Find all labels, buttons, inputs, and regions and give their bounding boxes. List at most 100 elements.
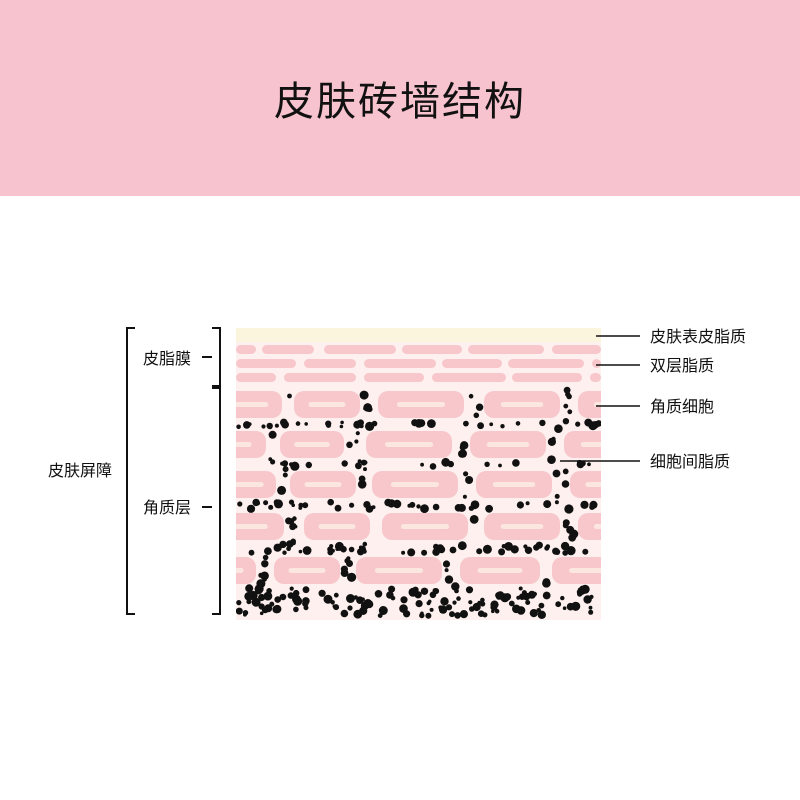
cell-highlight bbox=[318, 524, 356, 529]
lipid-dot bbox=[489, 422, 494, 427]
lipid-dot bbox=[327, 549, 334, 556]
lipid-dot bbox=[354, 439, 359, 444]
lipid-dot bbox=[440, 597, 449, 606]
lipid-dot bbox=[302, 502, 309, 509]
lipid-dot bbox=[515, 421, 521, 426]
lipid-dot bbox=[255, 501, 261, 506]
label-intercellular-lipid: 细胞间脂质 bbox=[650, 452, 730, 471]
lipid-dot bbox=[432, 548, 440, 556]
lipid-dot bbox=[562, 606, 567, 610]
lipid-dot bbox=[560, 595, 565, 601]
lipid-dot bbox=[349, 502, 355, 508]
lipid-dot bbox=[264, 604, 273, 613]
lipid-dot bbox=[282, 550, 287, 555]
lipid-dot bbox=[561, 480, 570, 488]
lipid-dot bbox=[293, 524, 298, 529]
lipid-dot bbox=[304, 422, 309, 426]
corneocyte-cell bbox=[236, 557, 256, 584]
lipid-dot bbox=[438, 605, 448, 614]
lipid-dot bbox=[444, 568, 449, 573]
lipid-dot bbox=[355, 462, 362, 470]
lipid-dot bbox=[547, 455, 556, 465]
lipid-dot bbox=[554, 548, 561, 556]
lipid-dot bbox=[577, 591, 583, 597]
lipid-dot bbox=[268, 457, 273, 462]
cell-highlight bbox=[390, 482, 440, 487]
lipid-dot bbox=[259, 611, 264, 616]
lipid-dot bbox=[358, 475, 366, 483]
lipid-dot bbox=[378, 606, 388, 615]
lipid-dot bbox=[518, 586, 523, 591]
lipid-dot bbox=[363, 501, 371, 509]
lipid-dot bbox=[236, 600, 242, 606]
lipid-dot bbox=[363, 406, 368, 411]
lipid-dot bbox=[421, 549, 428, 556]
lipid-dot bbox=[427, 419, 436, 428]
sebum-bar bbox=[364, 359, 436, 368]
sebum-bar bbox=[432, 373, 506, 382]
lipid-dot bbox=[516, 501, 525, 509]
lipid-dot bbox=[290, 461, 300, 471]
lipid-dot bbox=[525, 600, 531, 605]
lipid-dot bbox=[366, 406, 373, 413]
lipid-dot bbox=[236, 607, 243, 615]
lipid-dot bbox=[463, 420, 469, 427]
lipid-dot bbox=[274, 499, 283, 509]
lipid-dot bbox=[277, 485, 287, 495]
surface-lipid-layer bbox=[236, 328, 601, 342]
sebum-bar bbox=[468, 345, 544, 354]
corneocyte-cell bbox=[236, 431, 266, 458]
lipid-dot bbox=[409, 501, 416, 508]
tissue-block bbox=[236, 328, 601, 620]
lipid-dot bbox=[568, 533, 577, 542]
lipid-dot bbox=[288, 499, 295, 505]
corneocyte-cell bbox=[570, 471, 601, 498]
lipid-dot bbox=[292, 594, 301, 604]
lipid-dot bbox=[442, 560, 451, 568]
label-corneocyte: 角质细胞 bbox=[650, 397, 714, 416]
lipid-dot bbox=[359, 390, 369, 400]
lipid-dot bbox=[462, 494, 467, 499]
lipid-dot bbox=[263, 500, 269, 506]
lipid-dot bbox=[588, 609, 594, 615]
sebum-bar bbox=[364, 373, 424, 382]
lipid-dot bbox=[567, 409, 573, 415]
lipid-dot bbox=[323, 594, 333, 604]
lipid-dot bbox=[575, 421, 581, 427]
lipid-dot bbox=[584, 418, 593, 427]
lipid-dot bbox=[508, 600, 515, 607]
lipid-dot bbox=[289, 586, 294, 591]
lipid-dot bbox=[468, 600, 473, 605]
lipid-dot bbox=[340, 420, 344, 425]
lipid-dot bbox=[459, 610, 468, 619]
lipid-dot bbox=[359, 423, 364, 429]
lipid-dot bbox=[258, 593, 266, 602]
lipid-dot bbox=[429, 607, 434, 612]
lipid-dot bbox=[346, 441, 353, 449]
lipid-dot bbox=[362, 541, 368, 547]
lipid-dot bbox=[503, 593, 512, 601]
lipid-dot bbox=[285, 517, 293, 525]
lipid-dot bbox=[555, 601, 562, 608]
lipid-dot bbox=[419, 612, 425, 619]
lipid-dot bbox=[357, 459, 362, 464]
lipid-dot bbox=[542, 591, 551, 600]
lipid-dot bbox=[360, 597, 365, 602]
lipid-dot bbox=[236, 424, 241, 430]
lipid-dot bbox=[460, 441, 469, 450]
lipid-dot bbox=[416, 504, 421, 509]
lipid-dot bbox=[468, 393, 474, 399]
lipid-dot bbox=[346, 556, 351, 561]
lipid-dot bbox=[580, 500, 589, 509]
lipid-dot bbox=[274, 596, 282, 603]
lipid-dot bbox=[451, 582, 460, 591]
corneocyte-cell bbox=[578, 391, 601, 418]
lipid-dot bbox=[412, 586, 419, 593]
lipid-dot bbox=[348, 546, 355, 553]
lipid-dot bbox=[580, 584, 590, 594]
sebum-bar bbox=[324, 345, 396, 354]
lipid-dot bbox=[371, 505, 376, 510]
sebum-film-bracket bbox=[202, 327, 221, 387]
lipid-dot bbox=[552, 469, 561, 478]
